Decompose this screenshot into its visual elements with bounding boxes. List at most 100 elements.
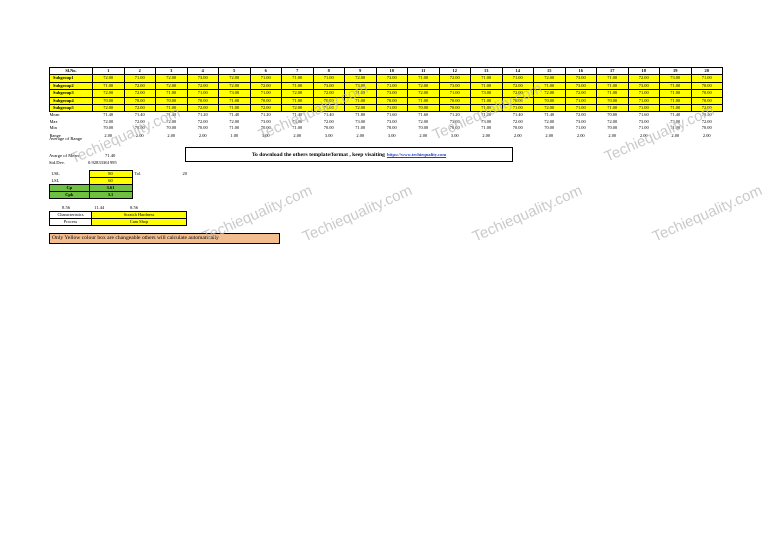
measurement-cell[interactable]: 72.00 — [564, 89, 597, 98]
measurement-cell[interactable]: 72.00 — [92, 89, 125, 98]
measurement-cell[interactable]: 72.00 — [92, 74, 125, 83]
measurement-cell[interactable]: 70.00 — [438, 96, 471, 106]
measurement-cell[interactable]: 71.00 — [407, 74, 440, 83]
measurement-cell[interactable]: 72.00 — [249, 104, 282, 113]
measurement-cell[interactable]: 71.00 — [155, 89, 188, 98]
measurement-cell[interactable]: 71.00 — [312, 74, 345, 83]
measurement-cell[interactable]: 72.00 — [218, 74, 251, 83]
measurement-cell[interactable]: 70.00 — [690, 89, 723, 98]
measurement-cell[interactable]: 72.00 — [690, 104, 723, 113]
measurement-cell[interactable]: 72.00 — [123, 104, 156, 113]
measurement-cell[interactable]: 71.00 — [470, 74, 503, 83]
measurement-cell[interactable]: 72.00 — [186, 104, 219, 113]
measurement-cell[interactable]: 73.00 — [186, 74, 219, 83]
measurement-cell[interactable]: 70.00 — [438, 104, 471, 113]
measurement-cell[interactable]: 72.00 — [249, 81, 282, 91]
measurement-cell[interactable]: 72.00 — [186, 81, 219, 91]
measurement-cell[interactable]: 71.00 — [438, 89, 471, 98]
measurement-cell[interactable]: 71.00 — [627, 96, 660, 106]
usl-input[interactable]: 80 — [88, 170, 133, 178]
measurement-cell[interactable]: 73.00 — [564, 81, 597, 91]
measurement-cell[interactable]: 73.00 — [470, 89, 503, 98]
measurement-cell[interactable]: 72.00 — [407, 81, 440, 91]
measurement-cell[interactable]: 73.00 — [375, 89, 408, 98]
measurement-cell[interactable]: 70.00 — [596, 96, 629, 106]
measurement-cell[interactable]: 72.00 — [92, 104, 125, 113]
measurement-cell[interactable]: 71.00 — [533, 81, 566, 91]
measurement-cell[interactable]: 71.00 — [281, 81, 314, 91]
measurement-cell[interactable]: 73.00 — [564, 74, 597, 83]
measurement-cell[interactable]: 71.00 — [659, 89, 692, 98]
measurement-cell[interactable]: 70.00 — [312, 96, 345, 106]
measurement-cell[interactable]: 72.00 — [501, 81, 534, 91]
measurement-cell[interactable]: 72.00 — [155, 74, 188, 83]
measurement-cell[interactable]: 71.00 — [564, 96, 597, 106]
measurement-cell[interactable]: 71.00 — [155, 104, 188, 113]
measurement-cell[interactable]: 71.00 — [249, 89, 282, 98]
characteristics-input[interactable]: Scratch Hardness — [91, 211, 187, 219]
measurement-cell[interactable]: 71.00 — [659, 104, 692, 113]
measurement-cell[interactable]: 71.00 — [596, 81, 629, 91]
measurement-cell[interactable]: 71.00 — [281, 74, 314, 83]
measurement-cell[interactable]: 71.00 — [249, 74, 282, 83]
measurement-cell[interactable]: 71.00 — [659, 81, 692, 91]
measurement-cell[interactable]: 71.00 — [344, 96, 377, 106]
measurement-cell[interactable]: 73.00 — [218, 89, 251, 98]
measurement-cell[interactable]: 72.00 — [218, 81, 251, 91]
measurement-cell[interactable]: 72.00 — [281, 89, 314, 98]
measurement-cell[interactable]: 71.00 — [564, 104, 597, 113]
measurement-cell[interactable]: 71.00 — [690, 74, 723, 83]
measurement-cell[interactable]: 73.00 — [438, 81, 471, 91]
measurement-cell[interactable]: 72.00 — [344, 104, 377, 113]
measurement-cell[interactable]: 71.00 — [281, 96, 314, 106]
measurement-cell[interactable]: 72.00 — [155, 81, 188, 91]
measurement-cell[interactable]: 71.00 — [627, 104, 660, 113]
measurement-cell[interactable]: 71.00 — [218, 96, 251, 106]
measurement-cell[interactable]: 71.00 — [470, 104, 503, 113]
measurement-cell[interactable]: 73.00 — [375, 74, 408, 83]
measurement-cell[interactable]: 71.00 — [312, 104, 345, 113]
measurement-cell[interactable]: 71.00 — [407, 96, 440, 106]
measurement-cell[interactable]: 70.00 — [123, 96, 156, 106]
measurement-cell[interactable]: 71.00 — [186, 89, 219, 98]
measurement-cell[interactable]: 71.00 — [92, 81, 125, 91]
measurement-cell[interactable]: 72.00 — [501, 89, 534, 98]
measurement-cell[interactable]: 72.00 — [344, 74, 377, 83]
measurement-cell[interactable]: 73.00 — [627, 81, 660, 91]
measurement-cell[interactable]: 71.00 — [375, 104, 408, 113]
measurement-cell[interactable]: 72.00 — [438, 74, 471, 83]
measurement-cell[interactable]: 71.00 — [659, 96, 692, 106]
measurement-cell[interactable]: 70.00 — [407, 104, 440, 113]
measurement-cell[interactable]: 70.00 — [501, 96, 534, 106]
measurement-cell[interactable]: 72.00 — [533, 74, 566, 83]
measurement-cell[interactable]: 71.00 — [470, 96, 503, 106]
measurement-cell[interactable]: 70.00 — [375, 96, 408, 106]
measurement-cell[interactable]: 71.00 — [596, 74, 629, 83]
measurement-cell[interactable]: 72.00 — [123, 81, 156, 91]
measurement-cell[interactable]: 71.00 — [470, 81, 503, 91]
measurement-cell[interactable]: 70.00 — [533, 96, 566, 106]
measurement-cell[interactable]: 72.00 — [627, 74, 660, 83]
measurement-cell[interactable]: 72.00 — [407, 89, 440, 98]
measurement-cell[interactable]: 70.00 — [186, 96, 219, 106]
measurement-cell[interactable]: 71.00 — [501, 74, 534, 83]
measurement-cell[interactable]: 71.00 — [375, 81, 408, 91]
measurement-cell[interactable]: 70.00 — [92, 96, 125, 106]
measurement-cell[interactable]: 73.00 — [659, 74, 692, 83]
measurement-cell[interactable]: 72.00 — [312, 89, 345, 98]
process-input[interactable]: Cam Shop — [91, 218, 187, 226]
measurement-cell[interactable]: 71.00 — [596, 89, 629, 98]
measurement-cell[interactable]: 71.00 — [627, 89, 660, 98]
measurement-cell[interactable]: 71.00 — [218, 104, 251, 113]
banner-link[interactable]: https://www.techiequality.com — [386, 152, 447, 157]
measurement-cell[interactable]: 71.00 — [596, 104, 629, 113]
measurement-cell[interactable]: 70.00 — [690, 96, 723, 106]
measurement-cell[interactable]: 71.00 — [501, 104, 534, 113]
measurement-cell[interactable]: 71.00 — [123, 74, 156, 83]
measurement-cell[interactable]: 72.00 — [123, 89, 156, 98]
measurement-cell[interactable]: 72.00 — [533, 104, 566, 113]
measurement-cell[interactable]: 70.00 — [249, 96, 282, 106]
measurement-cell[interactable]: 70.00 — [690, 81, 723, 91]
measurement-cell[interactable]: 70.00 — [155, 96, 188, 106]
measurement-cell[interactable]: 73.00 — [312, 81, 345, 91]
